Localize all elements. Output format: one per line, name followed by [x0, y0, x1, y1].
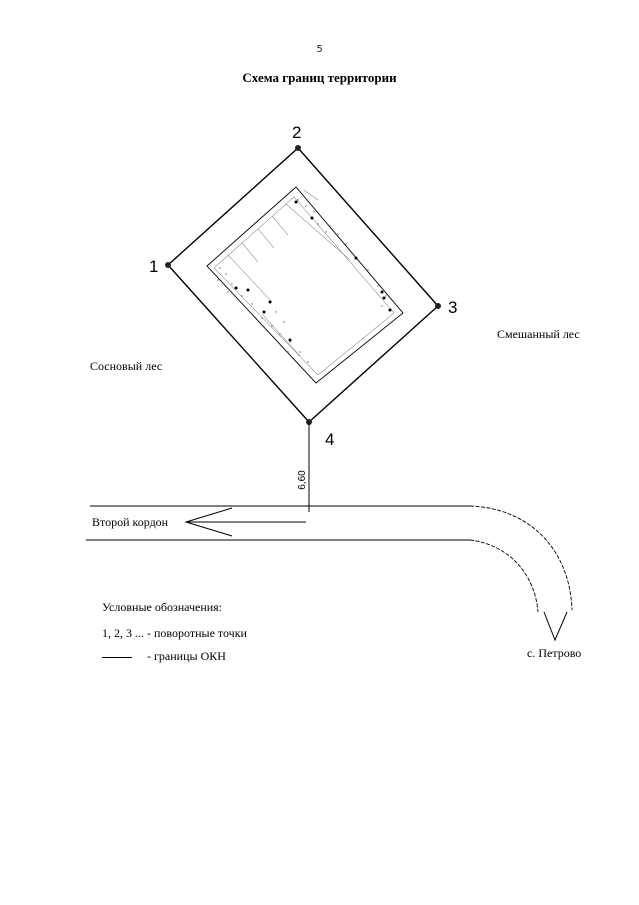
mixed-forest-label: Смешанный лес [497, 327, 580, 341]
inner-structure [206, 186, 404, 384]
road-label-vtoroy-kordon: Второй кордон [92, 515, 169, 529]
boundary-polygon [167, 147, 439, 423]
turning-point-1-label: 1 [149, 257, 158, 276]
legend-text-boundaries: - границы ОКН [147, 649, 226, 663]
turning-point-2-marker [295, 145, 301, 151]
road-direction-arrow-down [543, 611, 568, 642]
legend-item-boundaries: - границы ОКН [102, 649, 226, 664]
page-number: 5 [316, 44, 323, 55]
turning-point-2-label: 2 [292, 123, 301, 142]
legend-symbol-numbers: 1, 2, 3 ... [102, 626, 144, 640]
road [86, 505, 573, 613]
page-title: Схема границ территории [242, 70, 397, 85]
legend-title: Условные обозначения: [102, 600, 223, 614]
turning-point-3-label: 3 [448, 298, 457, 317]
legend-item-turning-points: 1, 2, 3 ... - поворотные точки [102, 626, 247, 641]
pine-forest-label: Сосновый лес [90, 359, 162, 373]
legend-text-turning-points: - поворотные точки [147, 626, 247, 640]
turning-point-4-label: 4 [325, 430, 334, 449]
turning-point-1-marker [165, 262, 171, 268]
turning-point-3-marker [435, 303, 441, 309]
distance-label: 6,60 [297, 470, 308, 490]
road-direction-arrow-left [184, 507, 306, 537]
legend-line-symbol [102, 656, 132, 658]
destination-label-petrovo: с. Петрово [527, 646, 581, 660]
